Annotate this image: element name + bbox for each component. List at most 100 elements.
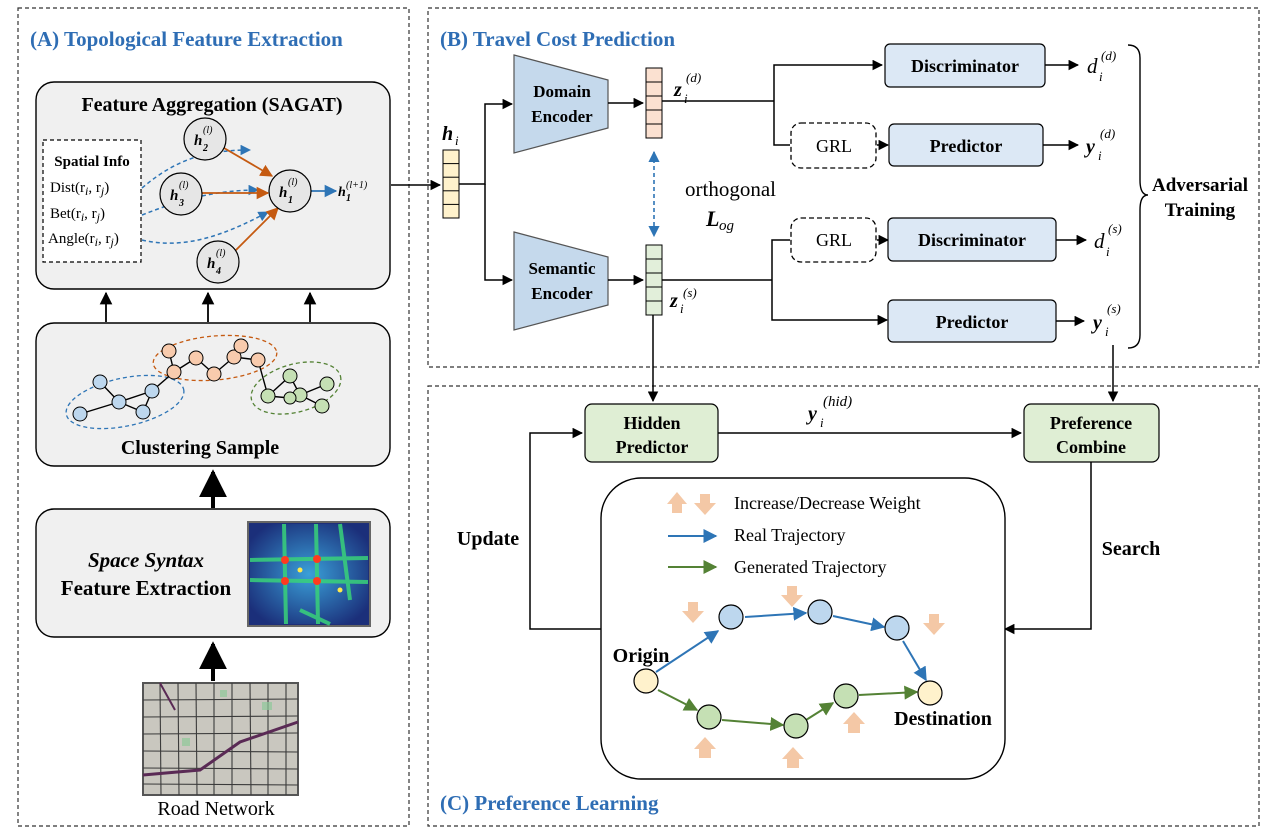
svg-text:Angle(ri, rj): Angle(ri, rj) — [48, 231, 119, 249]
svg-text:Dist(ri, rj): Dist(ri, rj) — [50, 180, 109, 198]
panel-c-title: (C) Preference Learning — [440, 791, 659, 815]
real-node-2 — [807, 599, 833, 625]
destination-label: Destination — [894, 708, 992, 730]
spatial-edge-1 — [141, 144, 252, 189]
svg-text:i: i — [1099, 69, 1103, 84]
clustering-label: Clustering Sample — [121, 437, 279, 459]
road-network-label: Road Network — [157, 798, 274, 820]
weight-legend-icon — [667, 492, 716, 515]
predictor-top-label: Predictor — [930, 136, 1003, 156]
search-label: Search — [1102, 538, 1161, 560]
arrow-h-domain — [459, 98, 514, 185]
svg-text:(s): (s) — [1108, 221, 1122, 236]
semantic-encoder-label-1: Semantic — [528, 259, 596, 278]
svg-text:h: h — [279, 185, 287, 201]
gen-node-3 — [833, 683, 859, 709]
svg-text:(d): (d) — [1100, 126, 1115, 141]
svg-text:i: i — [680, 301, 684, 316]
svg-text:d: d — [1087, 54, 1098, 78]
svg-text:i: i — [1106, 244, 1110, 259]
arrow-update — [529, 427, 601, 630]
domain-encoder — [513, 54, 609, 154]
line-zd-grl — [773, 101, 790, 146]
orthogonal-label: orthogonal — [685, 177, 776, 201]
decrease-weight-arrows — [682, 586, 945, 635]
svg-text:h: h — [194, 133, 202, 149]
svg-text:i: i — [684, 91, 688, 106]
svg-text:(l): (l) — [203, 125, 213, 136]
svg-text:(l): (l) — [288, 177, 298, 188]
arrow-zd-disc — [773, 59, 884, 101]
svg-text:(d): (d) — [686, 70, 701, 85]
real-trajectory — [655, 606, 927, 682]
gen-node-1 — [696, 704, 722, 730]
zd-vector — [645, 67, 663, 139]
domain-encoder-label-1: Domain — [533, 82, 591, 101]
svg-text:1: 1 — [288, 195, 293, 206]
discriminator-top-label: Discriminator — [911, 56, 1019, 76]
arrow-search — [1003, 462, 1092, 635]
h-vector — [442, 149, 460, 219]
preference-combine-label-1: Preference — [1050, 413, 1132, 433]
spatial-info-box — [42, 139, 142, 263]
grl-bottom — [790, 217, 877, 263]
svg-text:d: d — [1094, 229, 1105, 253]
svg-text:L: L — [705, 206, 719, 231]
svg-text:(d): (d) — [1101, 48, 1116, 63]
arrow-zs-pred — [771, 280, 889, 326]
svg-text:(s): (s) — [1107, 301, 1121, 316]
predictor-bottom-label: Predictor — [936, 312, 1009, 332]
destination-node — [917, 680, 943, 706]
spatial-edge-3 — [141, 211, 269, 244]
svg-text:2: 2 — [202, 143, 208, 154]
gen-node-2 — [783, 713, 809, 739]
svg-text:h: h — [442, 123, 453, 145]
svg-text:og: og — [719, 218, 735, 234]
feature-extraction-label: Feature Extraction — [61, 576, 232, 600]
adversarial-brace — [1127, 44, 1149, 349]
svg-text:(s): (s) — [683, 285, 697, 300]
legend-real-label: Real Trajectory — [734, 525, 845, 545]
bet-formula: Bet(ri, rj) — [50, 206, 105, 224]
svg-text:(hid): (hid) — [823, 394, 852, 410]
heatmap-image — [247, 521, 371, 627]
origin-node — [633, 668, 659, 694]
adversarial-label-2: Training — [1165, 200, 1236, 221]
angle-formula: Angle(ri, rj) — [48, 231, 119, 249]
increase-weight-arrows — [694, 712, 865, 768]
zs-vector — [645, 244, 663, 316]
preference-combine-label-2: Combine — [1056, 437, 1126, 457]
real-node-1 — [718, 604, 744, 630]
cluster-graph — [65, 334, 342, 430]
panel-c-border — [427, 385, 1260, 827]
svg-text:i: i — [820, 415, 824, 430]
hidden-predictor-label-2: Predictor — [616, 437, 689, 457]
svg-text:y: y — [1084, 136, 1095, 158]
svg-text:y: y — [806, 403, 817, 425]
panel-b-title: (B) Travel Cost Prediction — [440, 27, 675, 51]
domain-encoder-label-2: Encoder — [531, 107, 593, 126]
svg-text:(l): (l) — [179, 180, 189, 191]
svg-text:(l+1): (l+1) — [346, 180, 368, 191]
line-zs-grl — [771, 239, 790, 280]
panel-a-title: (A) Topological Feature Extraction — [30, 27, 343, 51]
svg-text:y: y — [1091, 312, 1102, 334]
dist-formula: Dist(ri, rj) — [50, 180, 109, 198]
svg-text:1: 1 — [346, 193, 351, 204]
svg-text:Bet(ri, rj): Bet(ri, rj) — [50, 206, 105, 224]
spatial-info-label: Spatial Info — [54, 154, 129, 170]
panel-a-border — [17, 7, 410, 827]
space-syntax-label: Space Syntax — [88, 548, 204, 572]
